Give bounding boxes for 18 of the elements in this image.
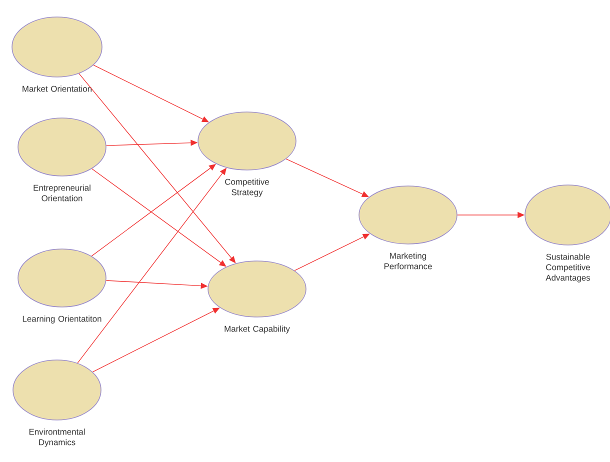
ellipse-node: Competitive Strategy [198,112,296,197]
arrow [93,64,209,122]
node-label: Learning Orientatiton [22,316,102,324]
node-label: Environtmental Dynamics [29,428,85,447]
ellipse-node: Entrepreneurial Orientation [18,118,106,202]
arrow [92,168,226,267]
ellipse-node: Environtmental Dynamics [12,360,102,447]
node-label: Market Orientation [22,86,92,92]
node-label: Market Capability [224,326,290,334]
ellipse-node: Sustainable Competitive Advantages [524,184,610,282]
node-label: Entrepreneurial Orientation [34,184,90,202]
node-label: Competitive Strategy [225,178,269,197]
node-label: Sustainable Competitive Advantages [546,254,590,282]
ellipse-node: Market Capability [208,260,306,334]
ellipse-node: Market Orientation [12,16,102,92]
ellipse-node: Marketing Performance [358,186,458,270]
node-label: Marketing Performance [384,252,432,270]
ellipse-node: Learning Orientatiton [18,248,106,324]
